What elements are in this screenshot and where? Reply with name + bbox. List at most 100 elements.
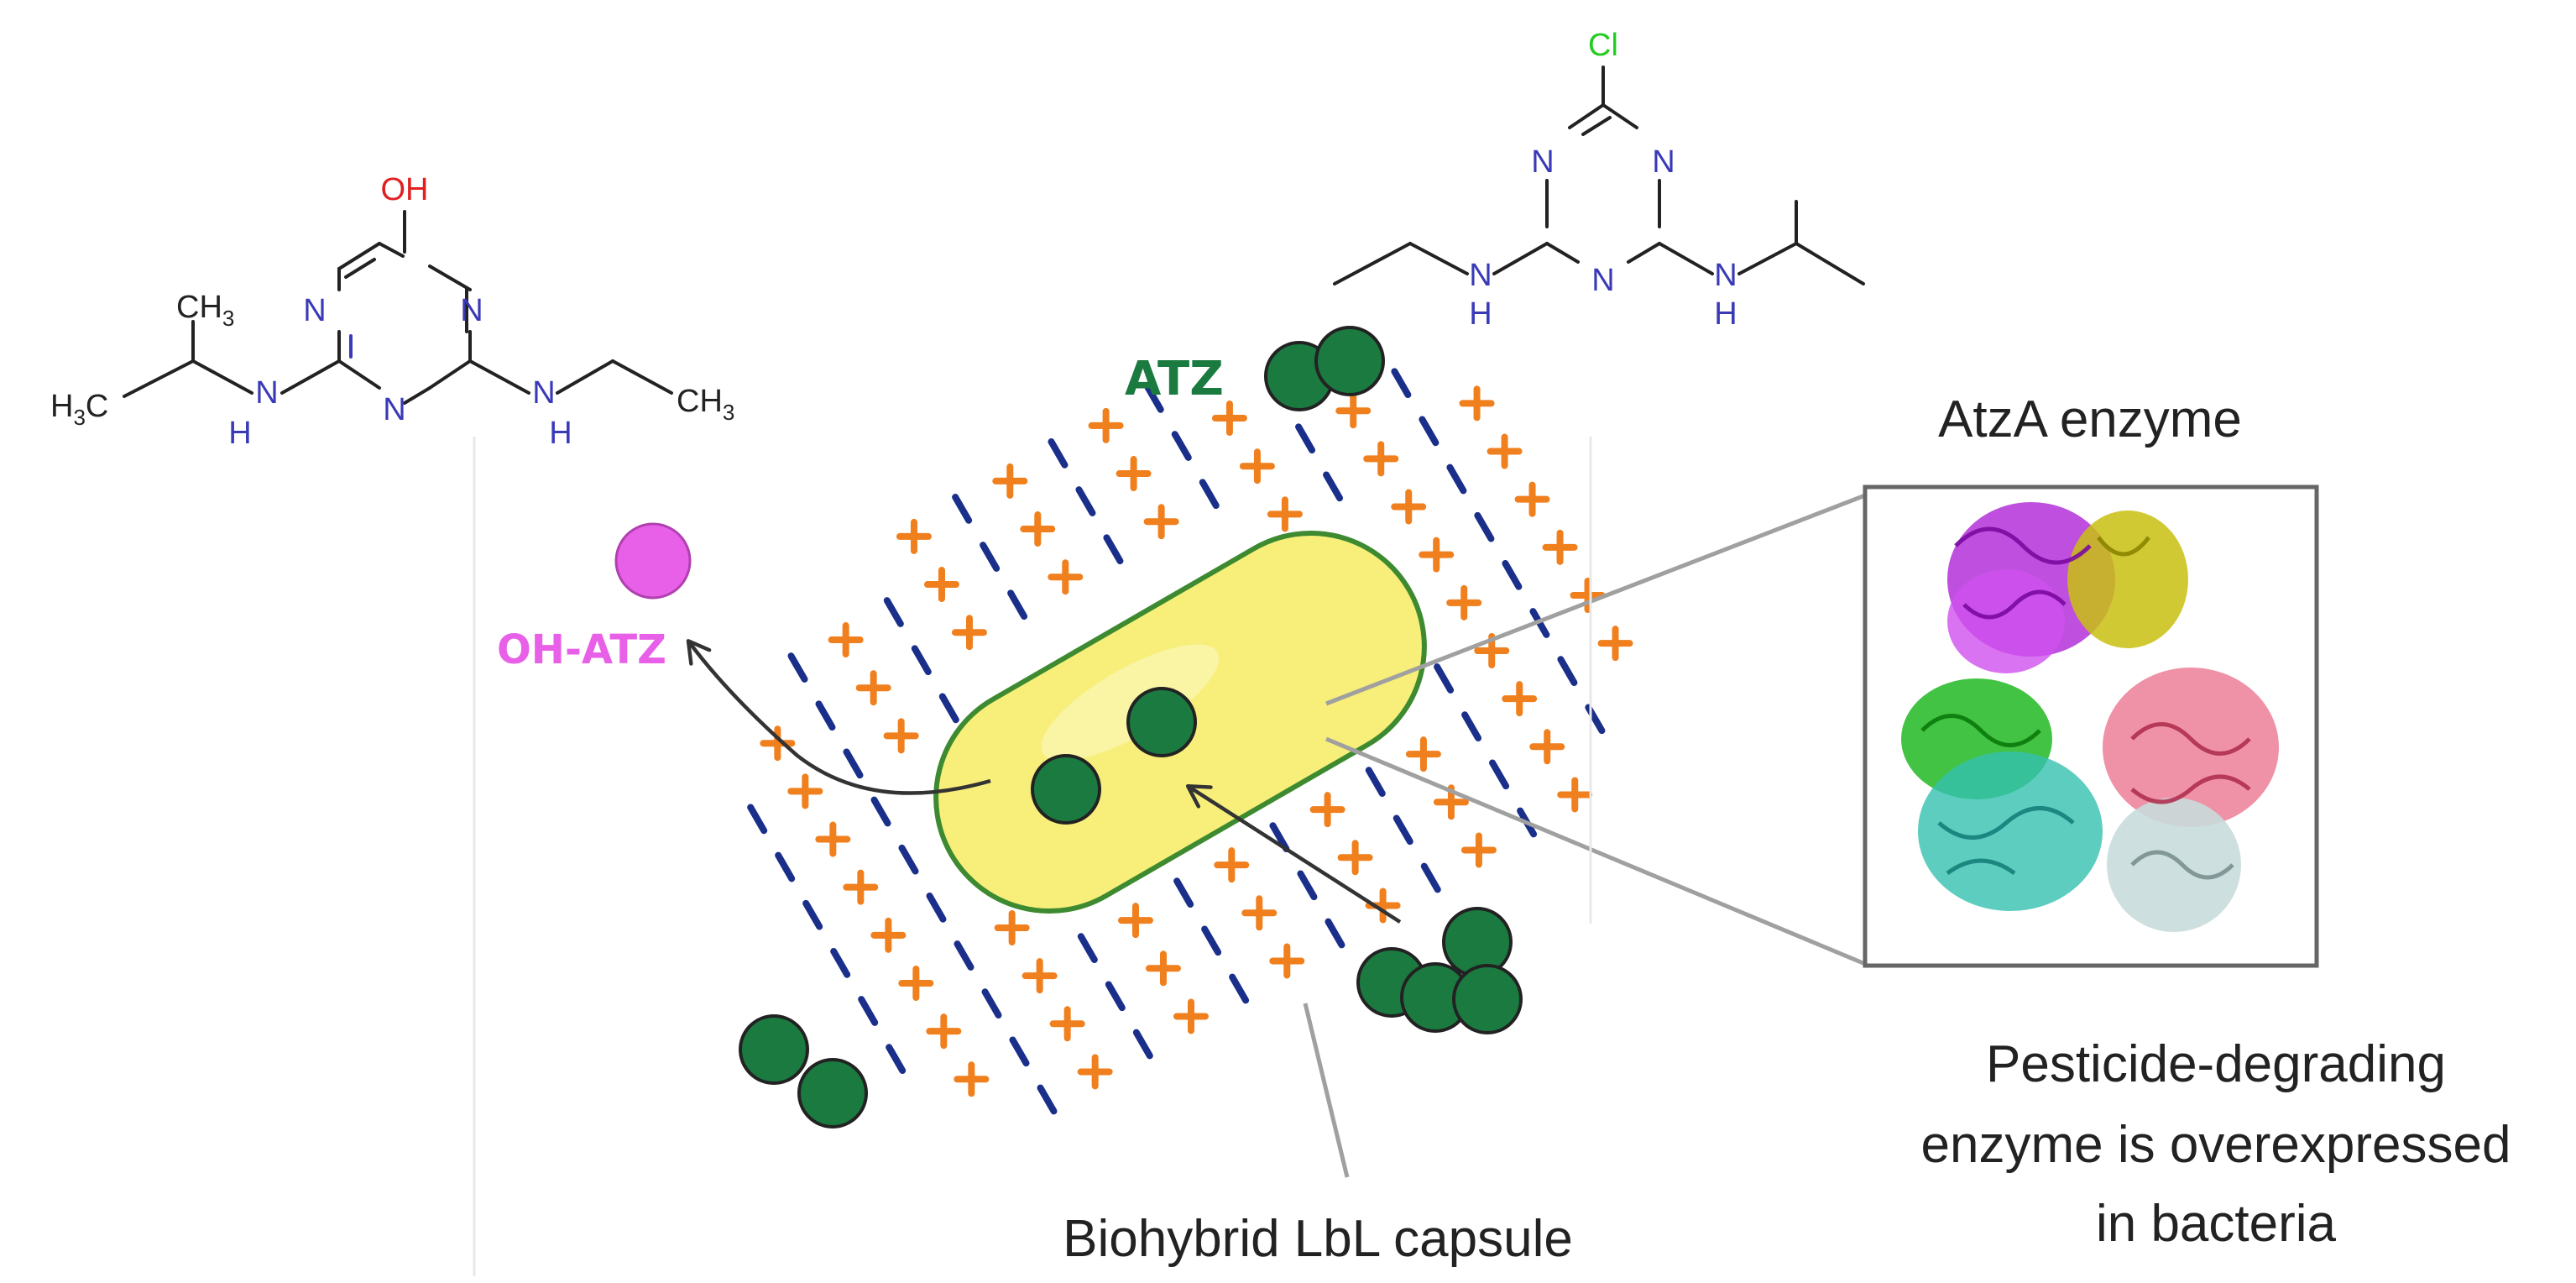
- atza-enzyme-box: [1863, 484, 2319, 968]
- atz-molecule-icon: [1126, 687, 1197, 757]
- minus-sign-icon: [1502, 559, 1523, 590]
- minus-sign-icon: [1007, 589, 1028, 621]
- plus-sign-icon: [1337, 840, 1373, 876]
- plus-sign-icon: [1446, 584, 1482, 621]
- minus-sign-icon: [1474, 511, 1495, 542]
- plus-sign-icon: [1597, 626, 1633, 662]
- methyl-top-label: CH3: [176, 290, 234, 331]
- caption-line-2: enzyme is overexpressed: [1921, 1116, 2511, 1174]
- atz-molecule-icon: [797, 1058, 868, 1129]
- minus-sign-icon: [980, 542, 1001, 572]
- molecule-circles: [614, 326, 1523, 1129]
- minus-sign-icon: [815, 700, 836, 731]
- plus-sign-icon: [760, 725, 796, 762]
- faint-separators: [473, 437, 1592, 1276]
- minus-sign-icon: [858, 996, 879, 1026]
- minus-sign-icon: [1420, 862, 1441, 893]
- plus-sign-icon: [1173, 998, 1209, 1034]
- plus-sign-icon: [1459, 385, 1495, 422]
- ring-nitrogen-left: N: [303, 293, 326, 328]
- minus-sign-icon: [1461, 711, 1482, 742]
- minus-sign-icon: [1173, 877, 1194, 909]
- atz-molecule-icon: [1031, 754, 1101, 825]
- minus-sign-icon: [787, 652, 808, 683]
- plus-sign-icon: [1335, 393, 1372, 429]
- plus-sign-icon: [1211, 401, 1247, 437]
- plus-sign-icon: [898, 965, 934, 1001]
- chlorine-label: Cl: [1588, 28, 1618, 63]
- atz-molecule-icon: [1452, 964, 1523, 1034]
- plus-sign-icon: [1077, 1054, 1113, 1090]
- plus-sign-icon: [1241, 895, 1278, 931]
- hydroxyatrazine-labels: OH N N N N H N H CH3 H3C CH3: [50, 172, 734, 451]
- plus-sign-icon: [1239, 448, 1275, 484]
- minus-sign-icon: [1132, 1029, 1153, 1060]
- plus-sign-icon: [1487, 433, 1523, 469]
- atrazine-ring-n-right: N: [1652, 144, 1675, 180]
- minus-sign-icon: [898, 844, 919, 875]
- plus-sign-icon: [1143, 504, 1179, 540]
- minus-sign-icon: [1077, 933, 1098, 964]
- oh-atz-molecule-icon: [614, 522, 692, 600]
- plus-sign-icon: [1116, 456, 1152, 492]
- minus-sign-icon: [1419, 416, 1440, 447]
- enzyme-title: AtzA enzyme: [1938, 390, 2242, 448]
- plus-sign-icon: [1391, 489, 1427, 525]
- plus-sign-icon: [1363, 441, 1399, 477]
- plus-sign-icon: [923, 567, 959, 603]
- minus-sign-icon: [1446, 463, 1467, 495]
- minus-sign-icon: [1269, 822, 1290, 853]
- minus-sign-icon: [1048, 438, 1069, 469]
- plus-sign-icon: [1145, 950, 1181, 987]
- plus-sign-icon: [870, 917, 907, 953]
- minus-sign-icon: [870, 796, 891, 827]
- minus-sign-icon: [1199, 479, 1220, 510]
- ring-nitrogen-bottom: N: [383, 392, 405, 427]
- plus-sign-icon: [1529, 729, 1565, 765]
- plus-sign-icon: [1502, 681, 1538, 717]
- plus-sign-icon: [1514, 481, 1550, 517]
- minus-sign-icon: [830, 947, 851, 978]
- plus-sign-icon: [855, 670, 891, 706]
- atrazine-amine-n-right: N: [1714, 258, 1737, 293]
- plus-sign-icon: [787, 773, 823, 809]
- minus-sign-icon: [1391, 368, 1412, 399]
- plus-sign-icon: [896, 518, 932, 554]
- minus-sign-icon: [1325, 918, 1345, 949]
- plus-sign-icon: [1460, 832, 1497, 868]
- zoom-connector-lines: [1325, 493, 1866, 966]
- minus-sign-icon: [886, 1044, 907, 1075]
- caption-line-1: Pesticide-degrading: [1986, 1035, 2446, 1093]
- capsule-pointer-line: [1303, 1003, 1350, 1178]
- minus-sign-icon: [802, 899, 823, 930]
- minus-sign-icon: [883, 597, 904, 627]
- uptake-arrow: [1185, 783, 1402, 924]
- hydroxyatrazine-structure: [123, 210, 673, 405]
- amine-h-left: H: [228, 416, 251, 451]
- plus-sign-icon: [1309, 792, 1345, 828]
- minus-sign-icon: [1323, 471, 1344, 502]
- hydroxyl-label: OH: [381, 172, 429, 207]
- plus-sign-icon: [954, 1061, 990, 1097]
- minus-sign-icon: [1009, 1036, 1030, 1067]
- plus-sign-icon: [1419, 537, 1455, 573]
- plus-sign-icon: [1020, 511, 1056, 547]
- atrazine-labels: Cl N N N N H N H: [1469, 28, 1737, 332]
- atrazine-amine-h-right: H: [1714, 296, 1737, 332]
- plus-sign-icon: [1557, 777, 1593, 813]
- plus-sign-icon: [843, 869, 879, 905]
- minus-sign-icon: [1297, 870, 1318, 901]
- release-arrow: [686, 639, 991, 795]
- plus-sign-icon: [992, 463, 1028, 499]
- capsule-label: Biohybrid LbL capsule: [1063, 1210, 1573, 1268]
- atz-molecule-icon: [1314, 326, 1385, 396]
- atrazine-structure: [1333, 65, 1865, 285]
- minus-sign-icon: [1557, 656, 1578, 687]
- atrazine-ring-n-bottom: N: [1591, 263, 1614, 298]
- plus-sign-icon: [1214, 847, 1250, 883]
- plus-sign-icon: [1022, 958, 1058, 994]
- minus-sign-icon: [775, 851, 796, 882]
- protein-structure-image: [1901, 502, 2279, 932]
- minus-sign-icon: [1103, 534, 1124, 565]
